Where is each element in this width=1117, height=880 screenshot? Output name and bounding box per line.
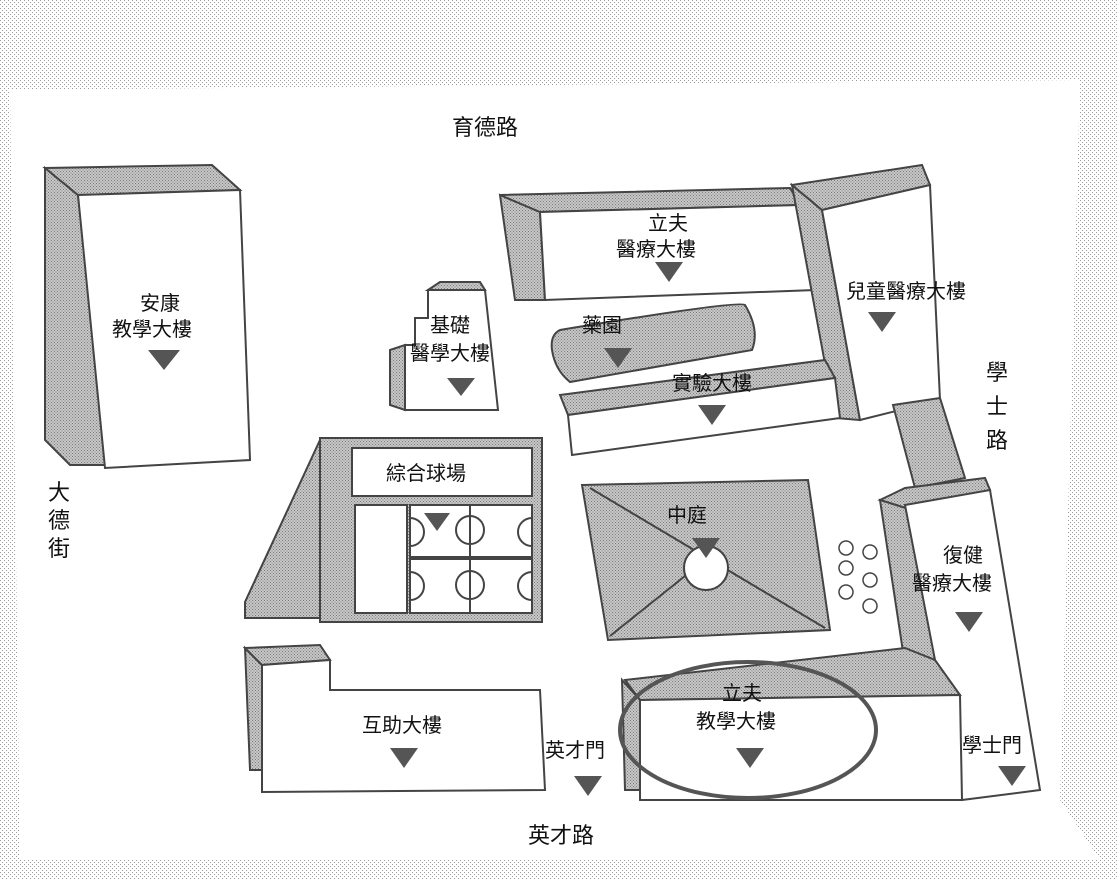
building-huzhu-label: 互助大樓: [362, 713, 442, 737]
building-ankang-marker: [148, 350, 180, 370]
building-lifu-medical[interactable]: 立夫 醫療大樓: [498, 186, 817, 302]
highlight-ellipse: [618, 660, 878, 800]
building-zhongting-marker: [692, 538, 720, 558]
building-jichu-label-2: 醫學大樓: [410, 341, 490, 365]
building-jichu[interactable]: 基礎 醫學大樓: [389, 281, 500, 412]
building-fujian-marker: [955, 612, 983, 632]
svg-text:士: 士: [986, 395, 1008, 420]
corridor-east: [891, 396, 967, 490]
building-ankang-label-1: 安康: [140, 291, 180, 315]
building-shiyan[interactable]: 實驗大樓: [558, 358, 842, 457]
building-children[interactable]: 兒童醫療大樓: [789, 163, 966, 422]
building-fujian[interactable]: 復健 醫療大樓: [623, 476, 1042, 802]
svg-text:街: 街: [48, 537, 70, 562]
building-ankang[interactable]: 安康 教學大樓: [42, 163, 252, 470]
building-yaoyuan-marker: [604, 348, 632, 368]
building-children-label: 兒童醫療大樓: [846, 279, 966, 303]
road-north-label: 育德路: [452, 116, 518, 141]
building-lifu-medical-marker: [655, 262, 683, 282]
building-court-label: 綜合球場: [386, 461, 466, 485]
building-yaoyuan-label: 藥園: [582, 313, 622, 337]
building-fujian-label-2: 醫療大樓: [912, 571, 992, 595]
gate-xueshi[interactable]: 學士門: [962, 733, 1026, 786]
building-yaoyuan[interactable]: 藥園: [550, 303, 756, 384]
building-huzhu-marker: [390, 748, 418, 768]
svg-text:德: 德: [48, 509, 70, 534]
svg-text:路: 路: [986, 429, 1008, 454]
building-ankang-label-2: 教學大樓: [112, 317, 192, 341]
building-court-marker: [424, 513, 450, 531]
building-fujian-label-1: 復健: [943, 543, 983, 567]
building-lifu-teaching[interactable]: 立夫 教學大樓: [620, 677, 964, 801]
building-lifu-teaching-label-2: 教學大樓: [696, 709, 776, 733]
building-jichu-label-1: 基礎: [430, 313, 470, 337]
svg-text:學: 學: [986, 361, 1008, 386]
gate-yingcai-label: 英才門: [545, 738, 605, 762]
building-shiyan-label: 實驗大樓: [672, 371, 752, 395]
gate-yingcai[interactable]: 英才門: [545, 738, 605, 796]
road-west-label: 大 德 街: [48, 481, 70, 562]
building-zhongting-label: 中庭: [667, 503, 707, 527]
gate-xueshi-label: 學士門: [962, 733, 1022, 757]
building-shiyan-marker: [698, 405, 726, 425]
building-lifu-medical-label-2: 醫療大樓: [616, 237, 696, 261]
building-zhongting[interactable]: 中庭: [580, 478, 832, 642]
tree-icons: [838, 540, 878, 614]
building-lifu-medical-label-1: 立夫: [648, 211, 688, 235]
building-jichu-marker: [447, 378, 475, 396]
gate-yingcai-marker: [574, 776, 602, 796]
road-south-label: 英才路: [528, 824, 594, 849]
building-huzhu[interactable]: 互助大樓: [242, 643, 547, 794]
road-east-label: 學 士 路: [986, 361, 1008, 454]
gate-xueshi-marker: [998, 766, 1026, 786]
svg-text:大: 大: [48, 481, 70, 506]
building-lifu-teaching-label-1: 立夫: [722, 681, 762, 705]
building-lifu-teaching-marker: [736, 748, 764, 768]
building-court[interactable]: 綜合球場: [244, 437, 543, 623]
building-children-marker: [868, 312, 896, 332]
